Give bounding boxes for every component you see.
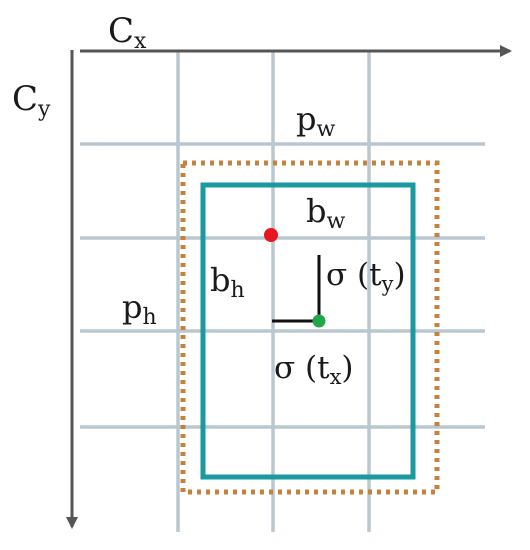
prior-height-label: ph — [122, 288, 157, 330]
sigma-ty-label: σ (ty) — [326, 257, 406, 296]
prior-box — [180, 160, 440, 495]
sigma-tx-label: σ (tx) — [274, 350, 354, 389]
box-height-label: bh — [210, 261, 245, 303]
y-axis-label: Cy — [12, 79, 51, 122]
cell-top-left-point — [264, 228, 278, 242]
predicted-box — [200, 182, 416, 480]
x-axis-label: Cx — [108, 11, 147, 54]
box-width-label: bw — [306, 192, 345, 234]
grid — [80, 50, 485, 532]
prior-width-label: pw — [296, 100, 335, 142]
box-center-point — [312, 314, 326, 328]
